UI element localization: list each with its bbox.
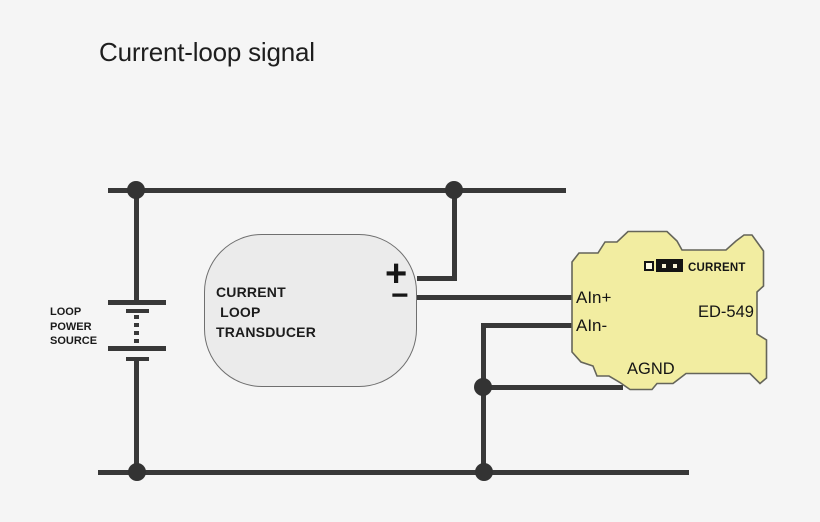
junction-dot-top-left <box>127 181 145 199</box>
jumper-pin-dot <box>662 264 666 268</box>
jumper-open-pin-icon <box>644 261 654 271</box>
wire-top-loop <box>108 188 566 193</box>
battery-plate-short-bottom <box>126 357 149 361</box>
transducer-label-line1: CURRENT <box>216 284 286 300</box>
wire-plus-stub <box>417 276 457 281</box>
battery-cells-dotted-line <box>134 315 139 346</box>
jumper-current-label: CURRENT <box>688 262 746 274</box>
current-loop-transducer-box <box>204 234 417 387</box>
battery-plate-long-bottom <box>108 346 166 351</box>
jumper-cap-icon <box>656 259 683 272</box>
transducer-label: CURRENT LOOP TRANSDUCER <box>216 282 316 342</box>
ed549-module-outline <box>571 230 768 391</box>
junction-dot-top-right <box>445 181 463 199</box>
wire-battery-top <box>134 190 139 302</box>
transducer-label-line3: TRANSDUCER <box>216 324 316 340</box>
junction-dot-agnd <box>474 378 492 396</box>
wire-ainminus-vertical <box>481 323 486 475</box>
power-label-line3: SOURCE <box>50 335 98 347</box>
wire-minus-to-ainplus <box>417 295 573 300</box>
diagram-title: Current-loop signal <box>99 37 315 67</box>
minus-terminal-symbol: − <box>391 279 409 312</box>
wire-plus-vertical <box>452 190 457 281</box>
loop-power-source-label: LOOP POWER SOURCE <box>50 305 97 349</box>
pin-label-agnd: AGND <box>627 360 675 378</box>
transducer-label-line2: LOOP <box>216 304 261 320</box>
plus-terminal-symbol: + <box>385 253 408 295</box>
wire-bottom-return <box>98 470 689 475</box>
junction-dot-bottom-right <box>475 463 493 481</box>
power-label-line2: POWER <box>50 320 92 333</box>
battery-plate-long-top <box>108 300 166 305</box>
power-label-line1: LOOP <box>50 306 82 318</box>
pin-label-ain-minus: AIn- <box>576 316 608 335</box>
wire-agnd <box>483 385 623 390</box>
module-name-label: ED-549 <box>698 303 754 321</box>
battery-plate-short-top <box>126 309 149 313</box>
wire-battery-bottom <box>134 361 139 473</box>
pin-label-ain-plus: AIn+ <box>576 288 612 307</box>
jumper-pin-dot <box>673 264 677 268</box>
wire-ainminus-horizontal <box>481 323 573 328</box>
junction-dot-bottom-left <box>128 463 146 481</box>
